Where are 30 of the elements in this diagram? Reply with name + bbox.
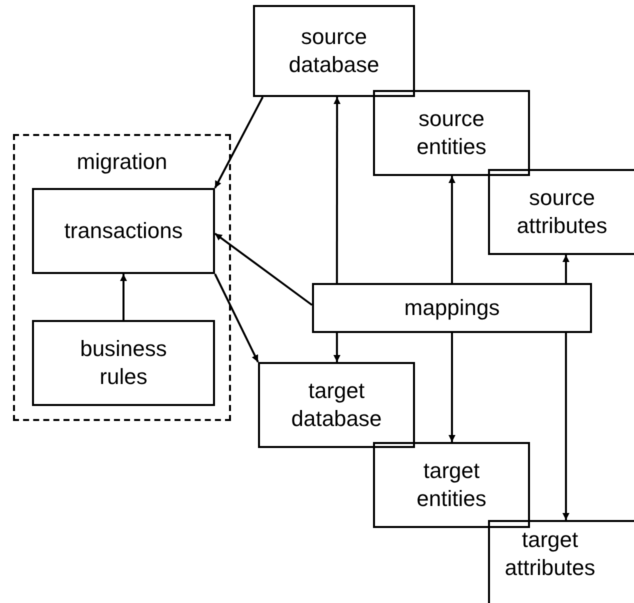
process-box <box>373 442 530 528</box>
arrow <box>562 255 570 283</box>
arrow <box>214 96 264 188</box>
arrow <box>334 97 341 283</box>
node-label: migration <box>76 148 168 176</box>
process-box <box>373 90 530 176</box>
process-box <box>258 362 415 448</box>
process-box <box>32 188 215 274</box>
process-box <box>32 320 215 406</box>
dashed-group-box <box>13 134 231 421</box>
node-label: target attributes <box>504 526 596 582</box>
node-label: source attributes <box>516 184 608 240</box>
arrow <box>214 232 313 306</box>
node-label: target entities <box>416 457 488 513</box>
arrow <box>333 333 340 362</box>
node-label: target database <box>290 377 383 433</box>
arrow <box>562 333 570 520</box>
node-label: business rules <box>79 335 168 391</box>
node-label: mappings <box>404 294 500 322</box>
process-box <box>488 520 634 603</box>
process-box <box>253 5 415 97</box>
arrow <box>448 333 456 442</box>
process-box <box>312 283 592 333</box>
arrow <box>214 274 259 362</box>
arrow <box>120 274 127 320</box>
node-label: source entities <box>416 105 488 161</box>
node-label: source database <box>288 23 380 79</box>
arrow <box>448 176 456 283</box>
process-box <box>488 169 634 255</box>
node-label: transactions <box>64 217 183 245</box>
